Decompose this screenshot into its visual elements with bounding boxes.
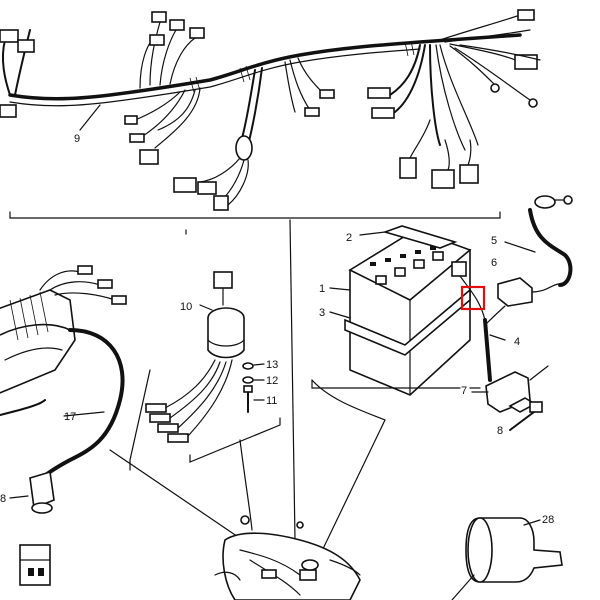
ignition-switch (145, 271, 254, 443)
battery-cable-and-relay (484, 195, 573, 326)
mounting-bolt (509, 401, 543, 431)
callout-3: 3 (319, 307, 325, 319)
highlighted-terminal-box (460, 285, 486, 311)
callout-17-leader (63, 411, 105, 417)
part-28-sleeve (451, 517, 563, 600)
callout-8: 8 (497, 425, 503, 437)
callout-28: 28 (542, 514, 554, 526)
battery-assembly (344, 225, 492, 396)
battery-section-bracket (311, 379, 481, 389)
callout-1: 1 (319, 283, 325, 295)
callout-2: 2 (346, 232, 352, 244)
callout-10: 10 (180, 301, 192, 313)
callout-6: 6 (491, 257, 497, 269)
starter-relay (471, 365, 549, 413)
callout-18: 8 (0, 493, 6, 505)
center-guide-line (289, 219, 296, 541)
harness-section-bracket (9, 211, 501, 219)
callout-9-leader (79, 104, 101, 131)
callout-9: 9 (74, 133, 80, 145)
callout-1-leader (329, 287, 351, 291)
callout-7: 7 (461, 385, 467, 397)
callout-13-leader (253, 363, 265, 366)
wire-harness (0, 9, 541, 211)
callout-28-leader (523, 519, 541, 526)
callout-5: 5 (491, 235, 497, 247)
callout-4-leader (489, 334, 506, 341)
callout-5-leader (504, 241, 536, 253)
callout-11: 11 (266, 395, 277, 407)
callout-13: 13 (266, 359, 278, 371)
callout-12: 12 (266, 375, 278, 387)
callout-3-leader (329, 311, 351, 319)
callout-17: 17 (64, 411, 76, 423)
callout-18-leader (9, 495, 29, 499)
ignition-coil (0, 265, 127, 514)
callout-10-leader (199, 304, 213, 311)
connector-block (19, 544, 51, 586)
callout-4: 4 (514, 336, 520, 348)
lower-frame-harness (109, 419, 386, 600)
coil-section-bracket (129, 369, 151, 471)
ignition-section-bracket (189, 417, 281, 463)
